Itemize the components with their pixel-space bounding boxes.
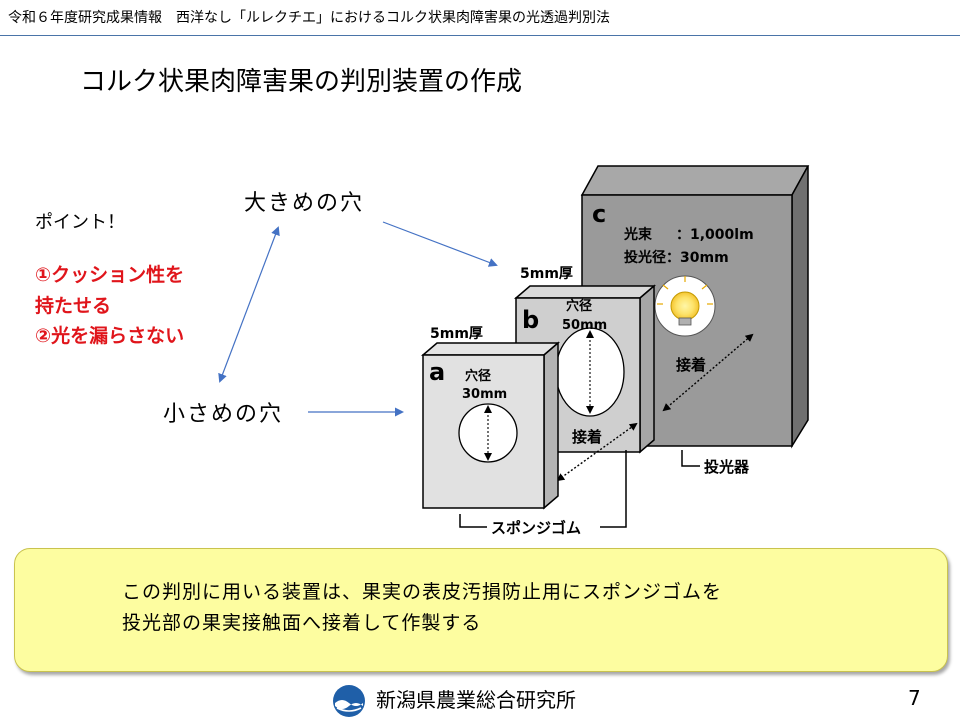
point-item-3: ②光を漏らさない — [35, 325, 185, 347]
large-hole-label: 大きめの穴 — [244, 191, 365, 216]
block-a-hole-label: 穴径 — [465, 368, 491, 384]
block-b-hole-size: 50mm — [562, 318, 607, 333]
block-c-spec2: 投光径：30mm — [624, 249, 729, 266]
block-c-spec1-value: ：1,000lm — [676, 227, 754, 243]
sponge-bracket-right — [600, 450, 627, 528]
summary-line-2: 投光部の果実接触面へ接着して作製する — [122, 612, 482, 634]
projector-label: 投光器 — [704, 458, 750, 476]
small-hole-label: 小さめの穴 — [163, 402, 284, 427]
point-item-1: ①クッション性を — [35, 264, 185, 286]
sponge-bracket-left — [459, 514, 487, 528]
bond-arrow-b — [556, 422, 638, 482]
point-item-2: 持たせる — [35, 295, 112, 317]
block-b-letter: b — [522, 306, 539, 334]
footer-organization: 新潟県農業総合研究所 — [376, 688, 576, 712]
block-b-bond-label: 接着 — [572, 428, 602, 446]
bond-arrow-c — [662, 333, 754, 412]
block-b-thickness: 5mm厚 — [520, 266, 573, 282]
projector-bracket — [681, 450, 700, 467]
block-c-letter: c — [592, 200, 606, 228]
block-c-bond-label: 接着 — [676, 356, 706, 374]
arrow-large-to-b — [382, 221, 498, 267]
light-bulb-icon — [670, 291, 700, 321]
block-c-spec1-label: 光束 — [623, 226, 653, 243]
institute-logo-icon — [333, 685, 365, 717]
summary-note-box — [14, 548, 948, 672]
header-divider — [0, 35, 960, 36]
arrow-large-small-link — [218, 226, 280, 383]
block-a-hole-size: 30mm — [462, 387, 507, 402]
block-a-letter: a — [429, 358, 445, 386]
slide-title: コルク状果肉障害果の判別装置の作成 — [80, 67, 523, 97]
page-number: 7 — [908, 686, 921, 710]
header-title: 令和６年度研究成果情報 西洋なし「ルレクチエ」におけるコルク状果肉障害果の光透過… — [8, 10, 610, 26]
sponge-label: スポンジゴム — [491, 519, 581, 537]
summary-line-1: この判別に用いる装置は、果実の表皮汚損防止用にスポンジゴムを — [122, 581, 723, 603]
block-b-hole-label: 穴径 — [566, 298, 592, 314]
point-heading: ポイント！ — [35, 212, 125, 233]
spacer-block-a: 5mm厚 a 穴径 30mm — [420, 326, 561, 510]
block-a-thickness: 5mm厚 — [430, 326, 483, 342]
